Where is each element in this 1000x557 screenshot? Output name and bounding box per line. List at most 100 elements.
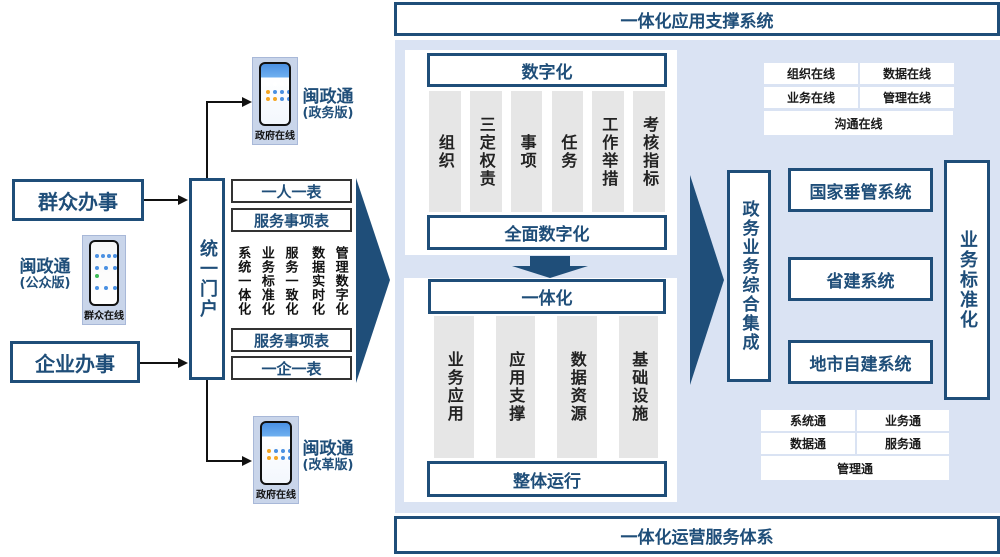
public-app-name: 闽政通 [19,257,71,277]
standardization-label: 业务标准化 [957,230,978,330]
tong-cell-label: 管理通 [836,461,873,476]
stack-column: 服务一致化 [278,236,302,326]
pillar: 事项 [510,91,543,212]
pillar: 任务 [551,91,584,212]
phone-screen [89,240,119,306]
digital-header: 数字化 [427,53,667,87]
pillar-label: 数据资源 [567,351,587,423]
pillar-label: 任务 [558,133,578,170]
system-label: 省建系统 [826,271,895,292]
stack-top-2: 服务事项表 [231,208,352,232]
public-app-caption: 群众在线 [84,311,124,322]
phone-screen [260,421,292,485]
arrowhead-gov-top-icon [242,97,252,107]
pillar-label: 事项 [517,133,537,170]
online-cell-management: 管理在线 [860,87,954,108]
bottom-banner-label: 一体化运营服务体系 [620,527,774,548]
tong-cell-business: 业务通 [857,410,949,431]
arrow-line-enterprise [140,362,180,364]
connector-portal-top [206,101,208,178]
online-cell-label: 管理在线 [882,91,931,105]
integration-label-box: 政务业务综合集成 [727,170,771,382]
bottom-banner: 一体化运营服务体系 [394,516,1000,554]
arrowhead-citizen-icon [178,195,188,205]
integration-pillars: 业务应用 应用支撑 数据资源 基础设施 [434,316,658,458]
gov-app-top-caption: 政府在线 [255,131,295,142]
tong-cell-label: 系统通 [789,414,826,428]
tong-cell-data: 数据通 [761,433,855,454]
connector-portal-bottom [206,380,208,462]
public-app-phone: 群众在线 [82,235,126,325]
unified-portal-label: 统一门户 [197,239,218,319]
citizen-affairs-label: 群众办事 [38,189,118,214]
online-cell-label: 业务在线 [786,91,835,105]
tong-cell-service: 服务通 [857,433,949,454]
gov-app-bottom-edition: (改革版) [302,457,354,473]
tong-cell-system: 系统通 [761,410,855,431]
stack-top-2-label: 服务事项表 [253,211,329,230]
pillar-label: 工作举措 [599,115,619,188]
stack-bottom-1-label: 服务事项表 [253,331,329,350]
digital-footer-label: 全面数字化 [504,225,590,245]
pillar: 数据资源 [557,316,597,458]
enterprise-affairs-box: 企业办事 [10,341,140,383]
connector-to-gov-top [206,101,244,103]
system-box-provincial: 省建系统 [788,257,933,301]
online-cell-data: 数据在线 [860,63,954,84]
phone-screen [259,62,291,126]
standardization-box: 业务标准化 [944,160,990,400]
online-cell-label: 组织在线 [786,67,835,81]
pillar: 考核指标 [633,91,665,212]
digital-footer: 全面数字化 [427,215,667,250]
stack-column: 管理数字化 [328,236,352,326]
gov-app-top-phone: 政府在线 [252,57,298,145]
stack-top-1: 一人一表 [231,179,352,203]
arrowhead-enterprise-icon [178,358,188,368]
system-box-national: 国家垂管系统 [788,168,933,212]
gov-app-top-name: 闽政通 [302,87,354,107]
down-arrow-icon [512,256,588,278]
online-cell-org: 组织在线 [764,63,858,84]
gov-app-bottom-phone: 政府在线 [253,416,299,504]
integration-footer-label: 整体运行 [513,471,581,492]
gov-app-bottom-name: 闽政通 [302,439,354,459]
gov-app-bottom-brand: 闽政通 (改革版) [299,440,357,473]
top-banner: 一体化应用支撑系统 [394,2,1000,36]
pillar-label: 应用支撑 [506,351,526,423]
stack-column: 系统一体化 [231,236,255,326]
digital-pillars: 组织 三定权责 事项任务 工作举措考核指标 [429,91,665,212]
unified-portal-box: 统一门户 [189,178,225,380]
arrow-line-citizen [144,199,180,201]
arrowhead-gov-bottom-icon [242,456,252,466]
tong-cell-label: 数据通 [789,437,826,451]
stack-top-1-label: 一人一表 [261,182,322,201]
integration-label: 政务业务综合集成 [738,200,759,352]
stack-column: 数据实时化 [304,236,329,326]
online-cell-business: 业务在线 [764,87,858,108]
online-cell-label: 沟通在线 [834,116,883,131]
pillar: 业务应用 [434,316,474,458]
stack-column: 业务标准化 [254,236,279,326]
top-banner-label: 一体化应用支撑系统 [620,11,774,32]
public-app-edition: (公众版) [19,275,71,291]
integration-footer: 整体运行 [427,461,667,497]
stack-bottom-2-label: 一企一表 [261,359,322,378]
online-cell-communication: 沟通在线 [764,111,953,135]
pillar: 三定权责 [469,91,502,212]
pillar-label: 组织 [435,133,455,170]
stack-bottom-1: 服务事项表 [231,328,352,352]
pillar-label: 基础设施 [629,351,649,423]
system-label: 国家垂管系统 [809,182,912,203]
gov-app-top-edition: (政务版) [302,105,354,121]
tong-cell-management: 管理通 [761,456,949,480]
system-label: 地市自建系统 [809,354,912,375]
public-app-brand: 闽政通 (公众版) [14,258,76,291]
stack-bottom-2: 一企一表 [231,356,352,380]
pillar-label: 业务应用 [444,351,464,423]
pillar: 基础设施 [618,316,658,458]
pillar-label: 三定权责 [476,115,496,188]
tong-cell-label: 业务通 [884,414,921,428]
enterprise-affairs-label: 企业办事 [35,351,115,376]
pillar: 应用支撑 [495,316,535,458]
pillar: 组织 [429,91,461,212]
